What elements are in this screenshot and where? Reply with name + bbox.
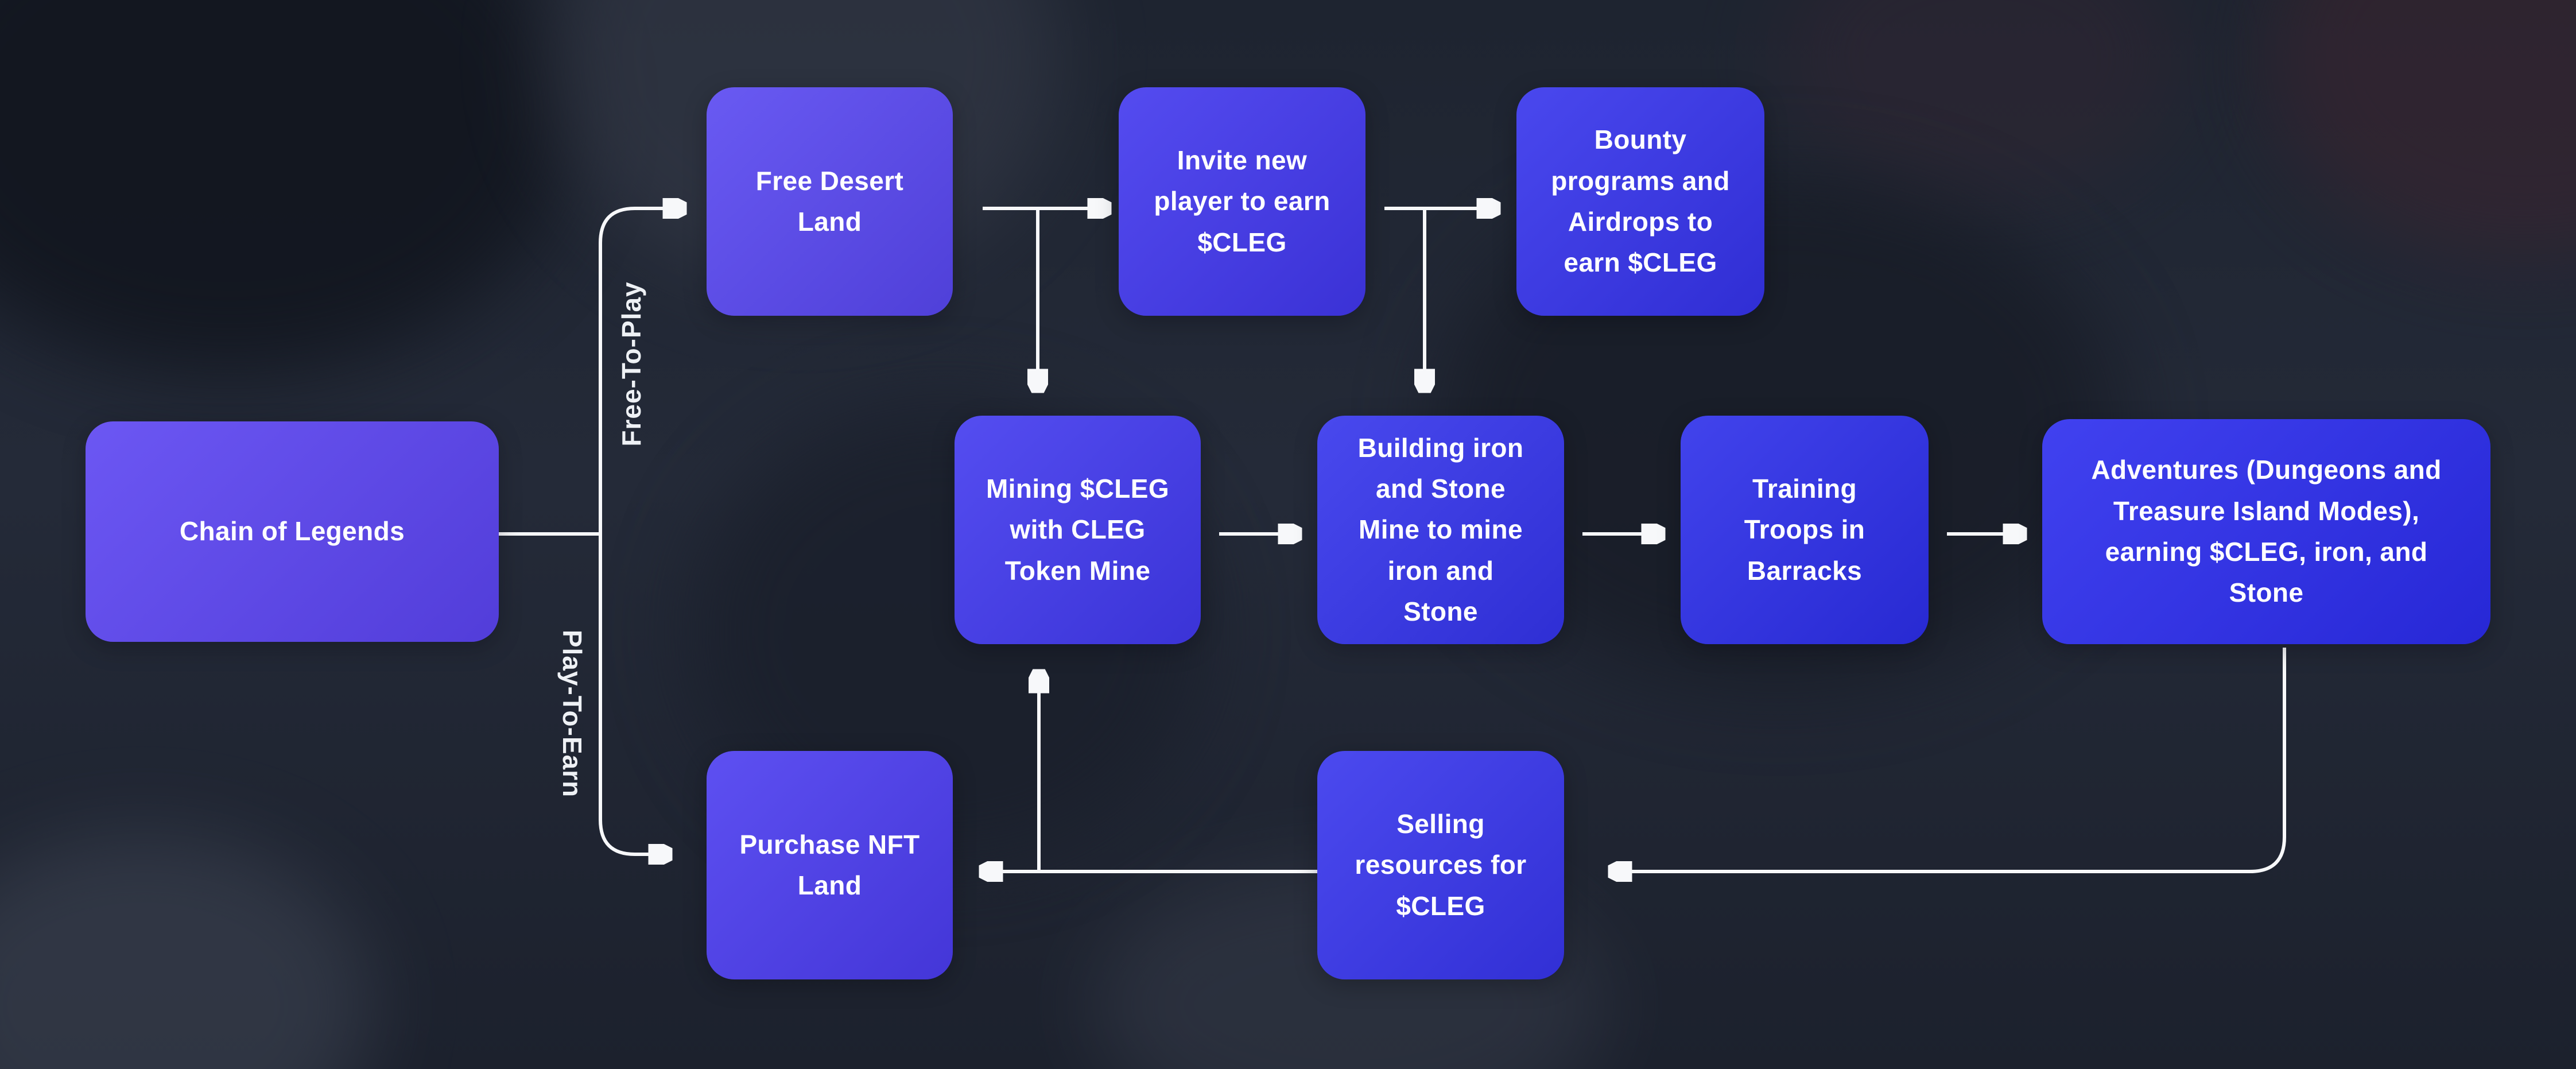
node-training-troops: Training Troops in Barracks (1681, 416, 1929, 644)
node-bounty-programs: Bounty programs and Airdrops to earn $CL… (1516, 87, 1764, 316)
node-selling-resources: Selling resources for $CLEG (1317, 751, 1564, 979)
node-adventures: Adventures (Dungeons and Treasure Island… (2042, 419, 2490, 644)
node-label: Invite new player to earn $CLEG (1154, 145, 1330, 257)
node-label: Adventures (Dungeons and Treasure Island… (2091, 455, 2442, 608)
node-mining-cleg: Mining $CLEG with CLEG Token Mine (955, 416, 1201, 644)
node-label: Training Troops in Barracks (1744, 474, 1865, 586)
node-invite-new-player: Invite new player to earn $CLEG (1119, 87, 1365, 316)
node-label: Bounty programs and Airdrops to earn $CL… (1551, 125, 1730, 278)
node-chain-of-legends: Chain of Legends (86, 421, 499, 642)
node-free-desert-land: Free Desert Land (707, 87, 953, 316)
node-label: Building iron and Stone Mine to mine iro… (1357, 432, 1524, 626)
play-to-earn-label: Play-To-Earn (557, 629, 587, 798)
node-label: Free Desert Land (755, 165, 904, 237)
arrow-adventures-to-selling (1612, 648, 2286, 872)
node-label: Purchase NFT Land (739, 829, 920, 900)
node-building-iron-stone-mine: Building iron and Stone Mine to mine iro… (1317, 416, 1564, 644)
free-to-play-label: Free-To-Play (616, 281, 646, 447)
node-purchase-nft-land: Purchase NFT Land (707, 751, 953, 979)
node-label: Selling resources for $CLEG (1355, 809, 1527, 921)
node-label: Mining $CLEG with CLEG Token Mine (986, 474, 1170, 586)
arrow-play-to-earn-branch (599, 534, 669, 854)
node-label: Chain of Legends (179, 516, 405, 547)
